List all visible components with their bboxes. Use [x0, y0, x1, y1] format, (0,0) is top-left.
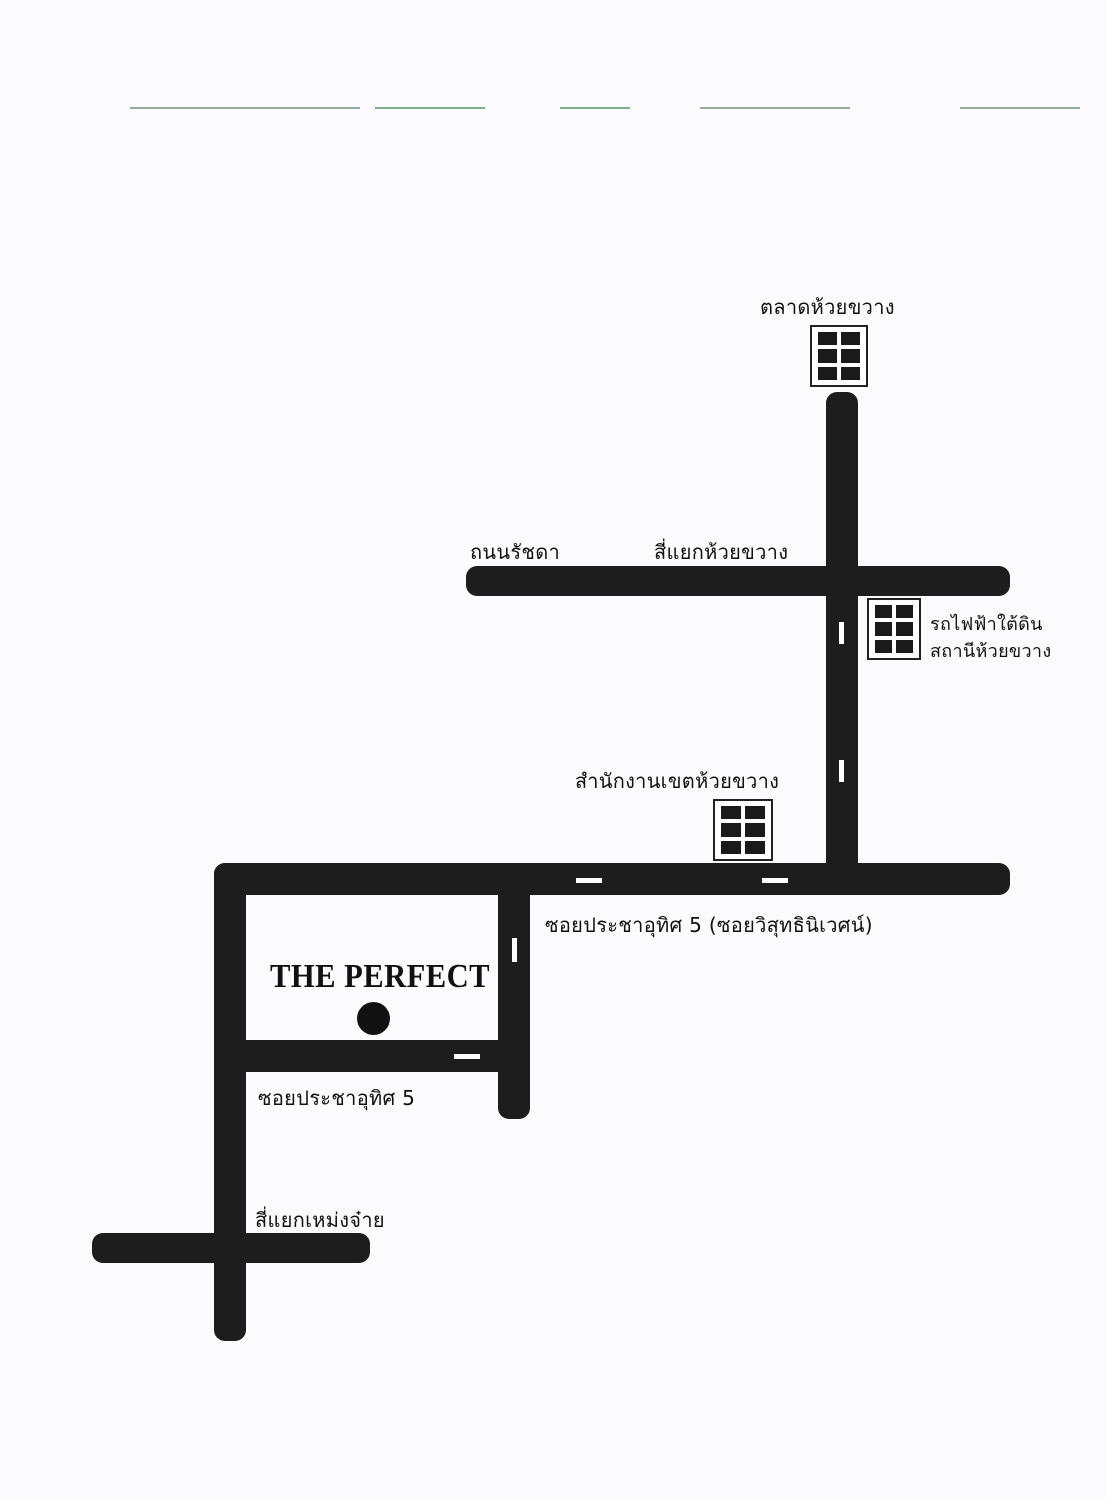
- direction-arrow: [454, 1054, 480, 1059]
- destination-title: THE PERFECT: [270, 958, 491, 995]
- direction-arrow: [512, 938, 517, 962]
- road-ratchada: [466, 566, 1010, 596]
- road-soi-pracha-uthit-5-sub: [214, 1040, 530, 1072]
- label-mrt-line2: สถานีห้วยขวาง: [930, 641, 1052, 662]
- direction-arrow: [576, 878, 602, 883]
- label-huai-khwang-intersection: สี่แยกห้วยขวาง: [654, 540, 789, 564]
- label-meng-jai-intersection: สี่แยกเหม่งจ๋าย: [255, 1208, 385, 1232]
- scan-dash: [375, 107, 485, 109]
- label-ratchada-road: ถนนรัชดา: [470, 540, 561, 564]
- scan-dash: [700, 107, 850, 109]
- scan-dash: [960, 107, 1080, 109]
- direction-arrow: [839, 760, 844, 782]
- market-building-icon: [810, 325, 868, 387]
- label-market: ตลาดห้วยขวาง: [760, 295, 895, 319]
- destination-marker-icon: [357, 1002, 390, 1035]
- mrt-station-building-icon: [867, 598, 921, 660]
- district-office-building-icon: [713, 799, 773, 861]
- scan-dash: [560, 107, 630, 109]
- label-soi-sub: ซอยประชาอุทิศ 5: [258, 1086, 416, 1110]
- label-mrt-line1: รถไฟฟ้าใต้ดิน: [930, 614, 1043, 635]
- label-district-office: สำนักงานเขตห้วยขวาง: [575, 769, 780, 793]
- direction-arrow: [762, 878, 788, 883]
- road-west-vertical: [214, 863, 246, 1341]
- road-meng-jai: [92, 1233, 370, 1263]
- direction-arrow: [839, 622, 844, 644]
- scan-dash: [130, 107, 360, 109]
- road-east-short-vertical: [498, 863, 530, 1119]
- road-soi-pracha-uthit-5-main: [214, 863, 1010, 895]
- label-soi-main: ซอยประชาอุทิศ 5 (ซอยวิสุทธินิเวศน์): [545, 913, 873, 937]
